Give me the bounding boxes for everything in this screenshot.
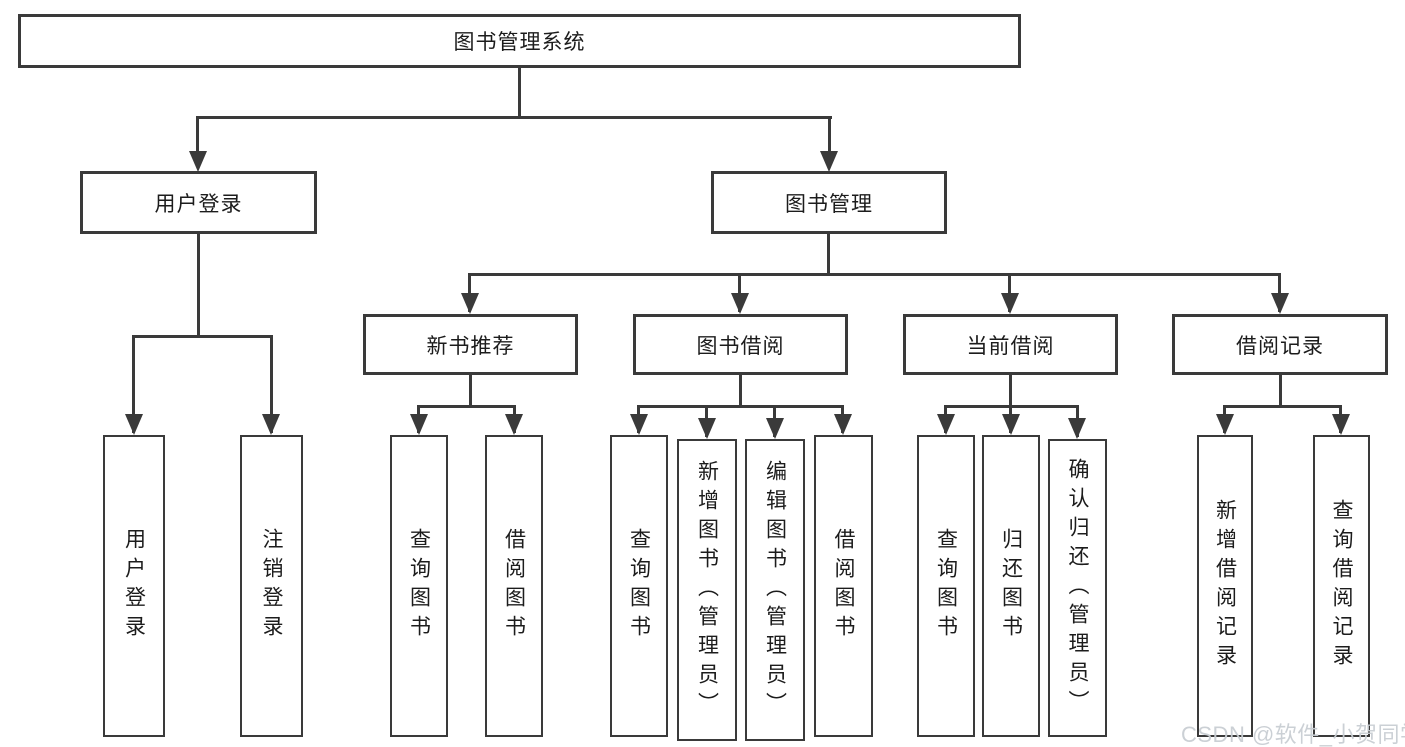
arrow-down-icon bbox=[410, 414, 428, 435]
connector-line bbox=[197, 234, 200, 338]
arrow-down-icon bbox=[731, 293, 749, 314]
leaf-edit-book-admin: 编辑图书（管理员） bbox=[745, 439, 805, 741]
node-library-system: 图书管理系统 bbox=[18, 14, 1021, 68]
leaf-query-books: 查询图书 bbox=[610, 435, 668, 737]
connector-line bbox=[468, 273, 1281, 276]
node-label: 图书管理 bbox=[785, 192, 873, 216]
arrow-down-icon bbox=[820, 151, 838, 172]
leaf-user-login: 用户登录 bbox=[103, 435, 165, 737]
connector-line bbox=[518, 67, 521, 119]
leaf-label: 借阅图书 bbox=[502, 528, 526, 644]
node-label: 当前借阅 bbox=[966, 334, 1055, 358]
connector-line bbox=[132, 335, 273, 338]
arrow-down-icon bbox=[1001, 293, 1019, 314]
arrow-down-icon bbox=[1002, 414, 1020, 435]
node-current-borrowing: 当前借阅 bbox=[903, 314, 1118, 375]
leaf-confirm-return-admin: 确认归还（管理员） bbox=[1048, 439, 1107, 737]
connector-line bbox=[739, 375, 742, 408]
connector-line bbox=[417, 405, 516, 408]
connector-line bbox=[1009, 375, 1012, 408]
leaf-add-book-admin: 新增图书（管理员） bbox=[677, 439, 737, 741]
node-label: 图书借阅 bbox=[696, 334, 785, 358]
connector-line bbox=[196, 116, 832, 119]
leaf-add-borrow-record: 新增借阅记录 bbox=[1197, 435, 1253, 737]
leaf-label: 注销登录 bbox=[260, 528, 283, 644]
arrow-down-icon bbox=[125, 414, 143, 435]
leaf-label: 新增借阅记录 bbox=[1213, 499, 1237, 673]
connector-line bbox=[637, 405, 844, 408]
arrow-down-icon bbox=[1216, 414, 1234, 435]
node-label: 图书管理系统 bbox=[453, 31, 586, 54]
arrow-down-icon bbox=[505, 414, 523, 435]
connector-line bbox=[738, 273, 741, 312]
leaf-label: 查询图书 bbox=[627, 528, 651, 644]
arrow-down-icon bbox=[766, 418, 784, 439]
node-user-login: 用户登录 bbox=[80, 171, 317, 234]
leaf-label: 编辑图书（管理员） bbox=[763, 459, 787, 721]
leaf-query-books: 查询图书 bbox=[390, 435, 448, 737]
arrow-down-icon bbox=[262, 414, 280, 435]
connector-line bbox=[828, 116, 831, 166]
leaf-label: 借阅图书 bbox=[832, 528, 855, 644]
node-label: 新书推荐 bbox=[426, 334, 515, 358]
leaf-borrow-books: 借阅图书 bbox=[814, 435, 873, 737]
leaf-return-books: 归还图书 bbox=[982, 435, 1040, 737]
node-label: 借阅记录 bbox=[1236, 334, 1324, 358]
connector-line bbox=[1278, 273, 1281, 312]
arrow-down-icon bbox=[1271, 293, 1289, 314]
node-borrow-records: 借阅记录 bbox=[1172, 314, 1388, 375]
arrow-down-icon bbox=[189, 151, 207, 172]
connector-line bbox=[196, 116, 199, 166]
node-new-book-recommendation: 新书推荐 bbox=[363, 314, 578, 375]
leaf-logout: 注销登录 bbox=[240, 435, 303, 737]
arrow-down-icon bbox=[1332, 414, 1350, 435]
leaf-query-borrow-record: 查询借阅记录 bbox=[1313, 435, 1370, 737]
leaf-label: 新增图书（管理员） bbox=[695, 459, 719, 721]
arrow-down-icon bbox=[937, 414, 955, 435]
arrow-down-icon bbox=[834, 414, 852, 435]
leaf-label: 确认归还（管理员） bbox=[1066, 457, 1089, 719]
leaf-query-books: 查询图书 bbox=[917, 435, 975, 737]
connector-line bbox=[132, 335, 135, 433]
connector-line bbox=[270, 335, 273, 433]
connector-line bbox=[469, 375, 472, 408]
connector-line bbox=[1279, 375, 1282, 408]
leaf-label: 查询图书 bbox=[934, 528, 958, 644]
leaf-label: 查询图书 bbox=[407, 528, 431, 644]
arrow-down-icon bbox=[461, 293, 479, 314]
connector-line bbox=[1223, 405, 1342, 408]
connector-line bbox=[827, 234, 830, 276]
leaf-borrow-books: 借阅图书 bbox=[485, 435, 543, 737]
node-label: 用户登录 bbox=[154, 192, 243, 216]
connector-line bbox=[468, 273, 471, 312]
connector-line bbox=[1008, 273, 1011, 312]
node-book-management: 图书管理 bbox=[711, 171, 947, 234]
leaf-label: 归还图书 bbox=[999, 528, 1023, 644]
leaf-label: 查询借阅记录 bbox=[1330, 499, 1353, 673]
arrow-down-icon bbox=[1068, 418, 1086, 439]
leaf-label: 用户登录 bbox=[122, 528, 146, 644]
arrow-down-icon bbox=[630, 414, 648, 435]
csdn-watermark: CSDN @软件_小贺同学 bbox=[1181, 722, 1405, 747]
node-book-borrowing: 图书借阅 bbox=[633, 314, 848, 375]
arrow-down-icon bbox=[698, 418, 716, 439]
